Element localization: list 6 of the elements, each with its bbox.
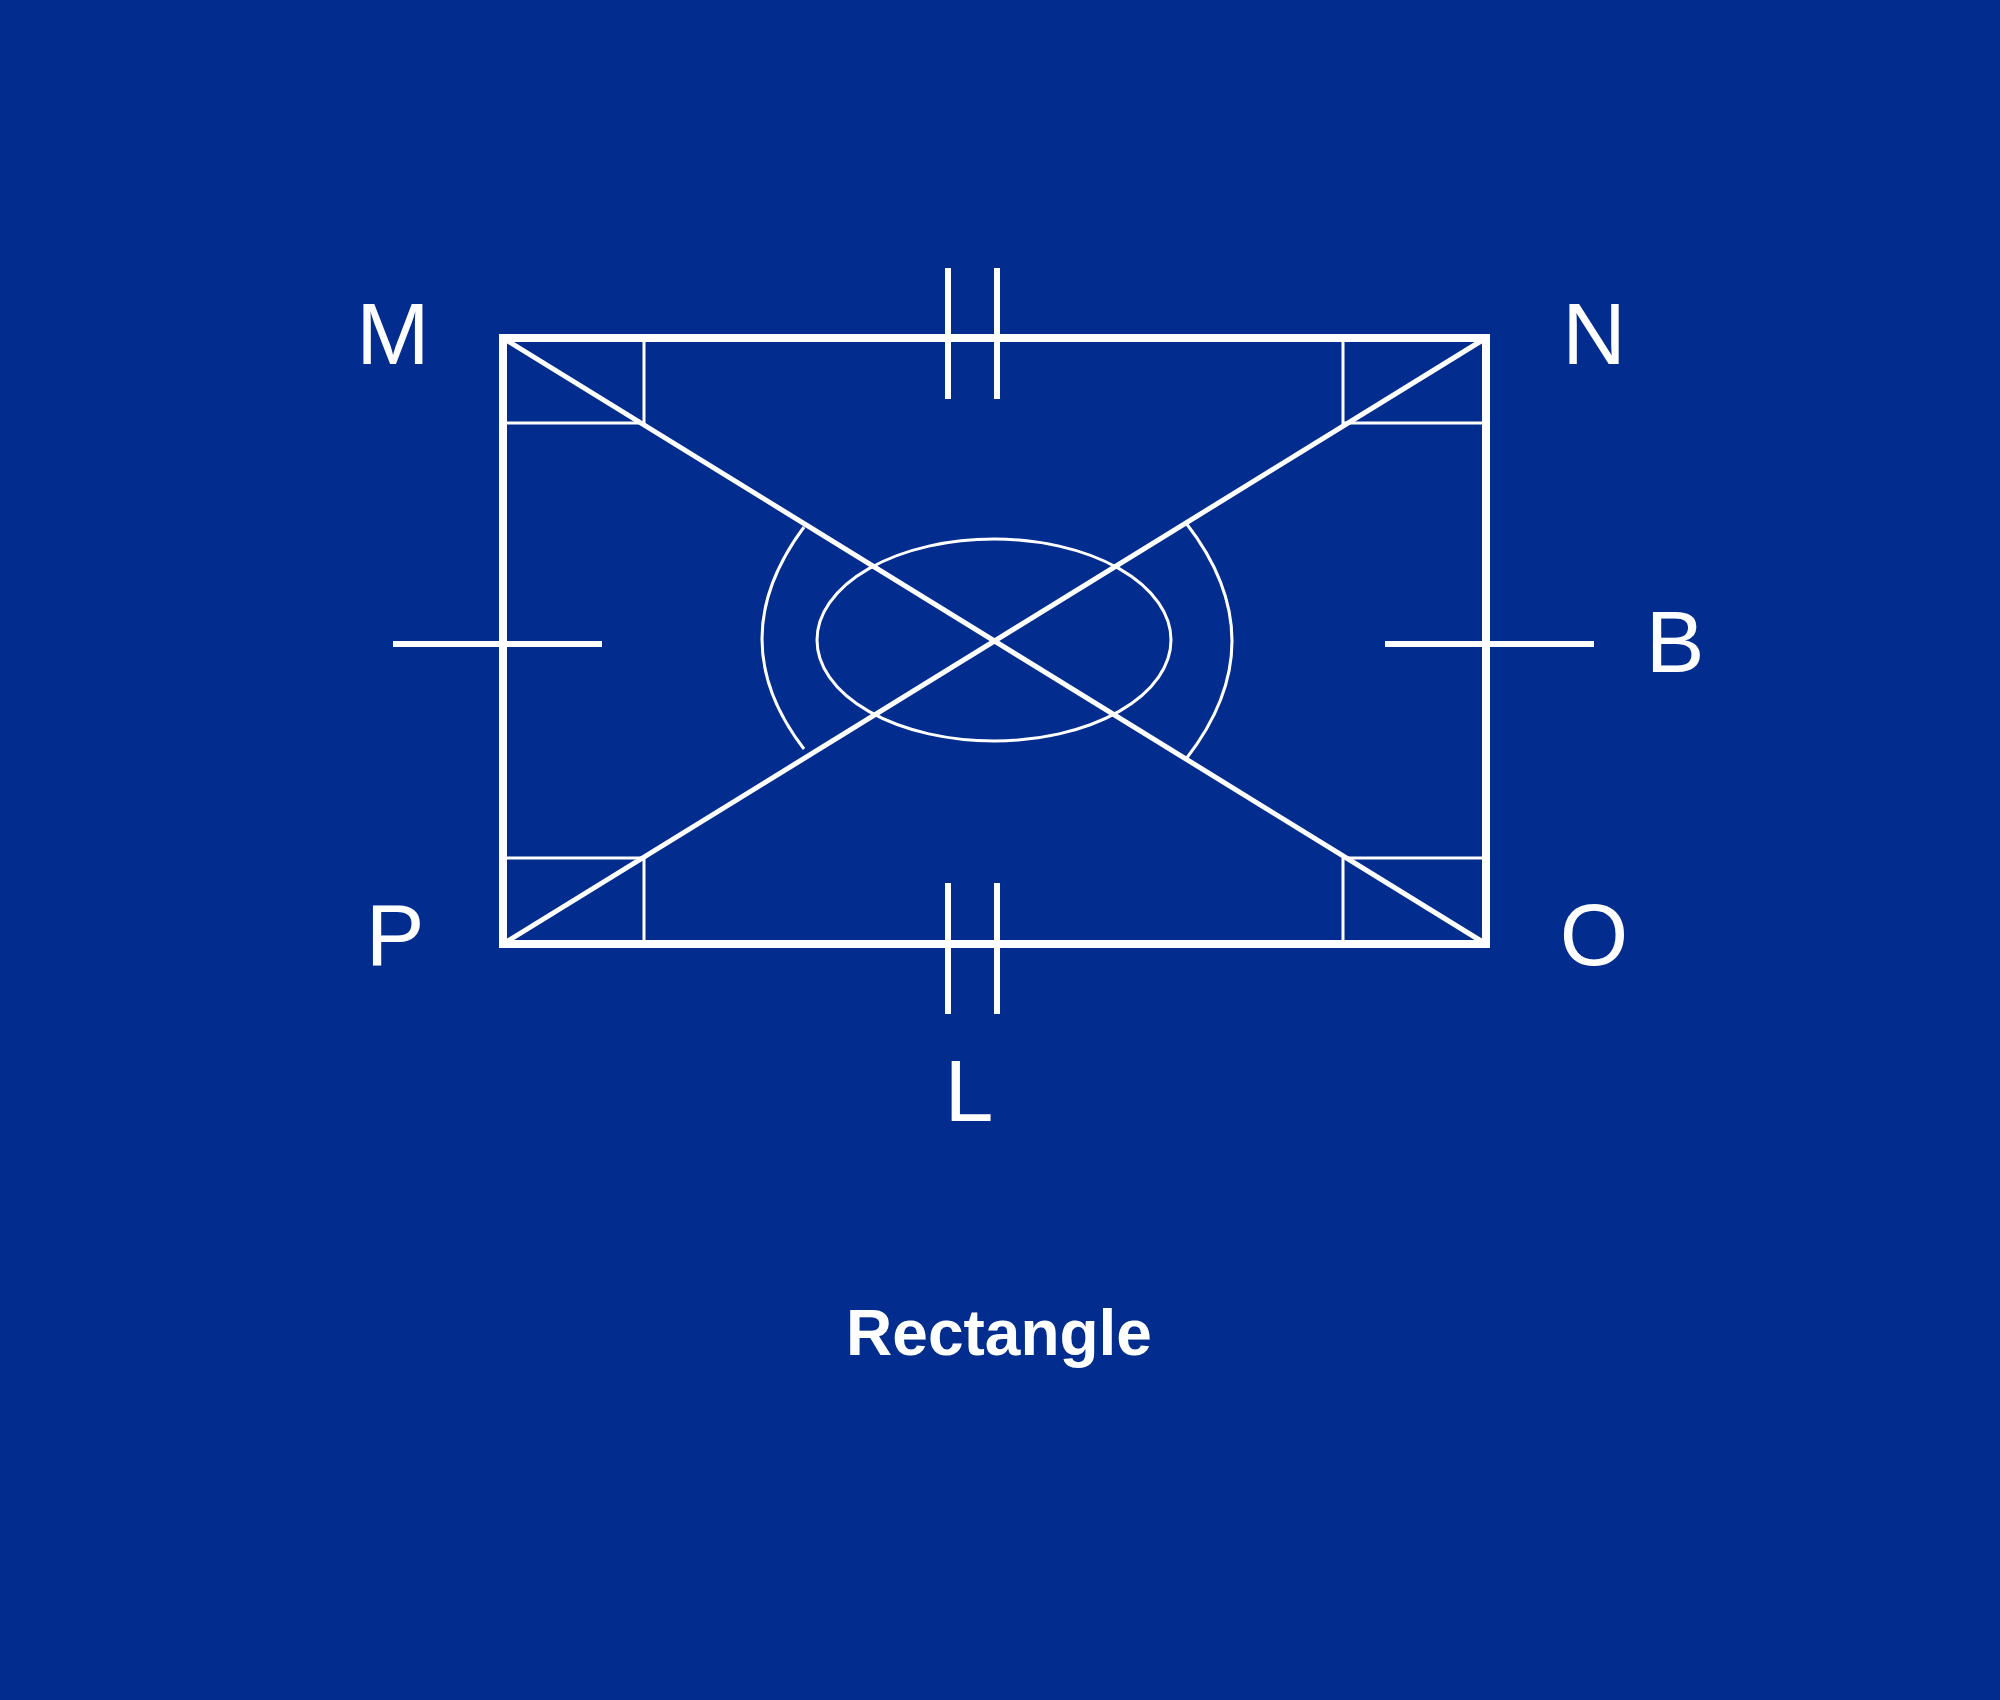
- vertex-label: M: [356, 290, 430, 378]
- vertex-label: P: [365, 891, 425, 979]
- vertex-label: O: [1559, 891, 1629, 979]
- vertex-label: L: [944, 1047, 994, 1135]
- vertex-label: B: [1645, 598, 1705, 686]
- vertex-label: N: [1562, 290, 1626, 378]
